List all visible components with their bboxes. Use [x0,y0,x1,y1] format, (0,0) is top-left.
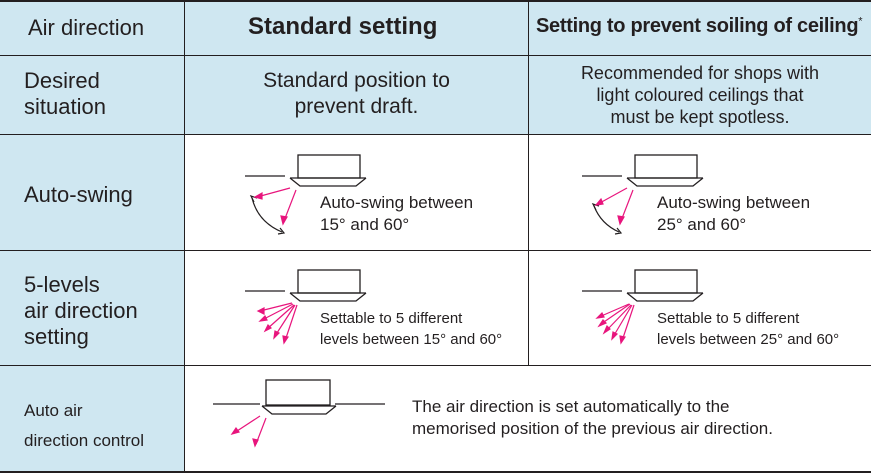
autoswing-ceiling-text: Auto-swing between 25° and 60° [657,192,810,236]
header-standard-setting: Standard setting [248,13,438,40]
divider-settings [528,0,529,365]
airflow-arrow-icon [280,189,297,226]
row-label-auto-air-line1: Auto air [24,401,83,420]
levels-ceiling-text: Settable to 5 different levels between 2… [657,308,839,350]
rule-autoswing [0,250,871,251]
row-label-desired: Desired situation [24,68,106,120]
divider-label [184,0,185,473]
footnote-mark: * [858,15,863,28]
row-label-levels-line2: air direction [24,298,138,323]
row-label-auto-air: Auto air direction control [24,396,144,456]
levels-standard-line2: levels between 15° and 60° [320,331,503,348]
rule-top [0,0,871,2]
desired-standard-line1: Standard position to [263,69,450,92]
auto-air-line1: The air direction is set automatically t… [412,397,730,416]
airflow-arrow-icon [595,303,635,345]
ceiling-unit-icon [213,379,385,415]
ceiling-unit-icon [245,154,367,187]
row-label-levels: 5-levels air direction setting [24,272,138,350]
row-label-desired-line1: Desired [24,68,100,93]
row-label-auto-air-line2: direction control [24,431,145,450]
row-label-autoswing: Auto-swing [24,182,133,207]
autoswing-ceiling-line1: Auto-swing between [657,193,811,212]
row-label-levels-line1: 5-levels [24,272,100,297]
header-ceiling-text: Setting to prevent soiling of ceiling [536,15,859,37]
levels-standard-diagram [245,269,367,345]
auto-air-label-bg [0,365,184,473]
levels-ceiling-line1: Settable to 5 different [657,310,800,327]
airflow-arrow-icon [253,187,291,200]
desired-ceiling-line1: Recommended for shops with [580,63,820,83]
airflow-arrow-icon [230,415,267,448]
desired-ceiling-line2: light coloured ceilings that [596,85,804,105]
levels-ceiling-line2: levels between 25° and 60° [657,331,840,348]
rule-bottom [0,471,871,473]
levels-standard-line1: Settable to 5 different [320,310,463,327]
airflow-arrow-icon [617,189,634,226]
autoswing-standard-text: Auto-swing between 15° and 60° [320,192,473,236]
ceiling-unit-icon [582,269,704,302]
auto-air-diagram [213,379,385,448]
rule-levels [0,365,871,366]
header-ceiling-setting: Setting to prevent soiling of ceiling* [536,15,863,38]
desired-standard-text: Standard position to prevent draft. [185,68,528,120]
swing-arc-icon [249,194,286,235]
ceiling-unit-icon [582,154,704,187]
autoswing-standard-line2: 15° and 60° [320,215,410,234]
desired-standard-line2: prevent draft. [294,95,419,118]
levels-standard-text: Settable to 5 different levels between 1… [320,308,502,350]
autoswing-standard-line1: Auto-swing between [320,193,474,212]
desired-ceiling-line3: must be kept spotless. [610,107,790,127]
airflow-arrow-icon [594,187,628,206]
auto-air-line2: memorised position of the previous air d… [412,419,773,438]
auto-air-text: The air direction is set automatically t… [412,396,773,440]
rule-desired [0,134,871,135]
autoswing-ceiling-diagram [582,154,704,235]
autoswing-standard-diagram [245,154,367,235]
autoswing-ceiling-line2: 25° and 60° [657,215,747,234]
header-bg [0,0,871,135]
ceiling-unit-icon [245,269,367,302]
levels-ceiling-diagram [582,269,704,345]
row-label-desired-line2: situation [24,94,106,119]
swing-arc-icon [591,202,623,235]
header-air-direction: Air direction [28,15,145,40]
row-label-levels-line3: setting [24,324,89,349]
rule-header [0,55,871,56]
airflow-arrow-icon [256,302,298,345]
desired-ceiling-text: Recommended for shops with light coloure… [529,62,871,128]
